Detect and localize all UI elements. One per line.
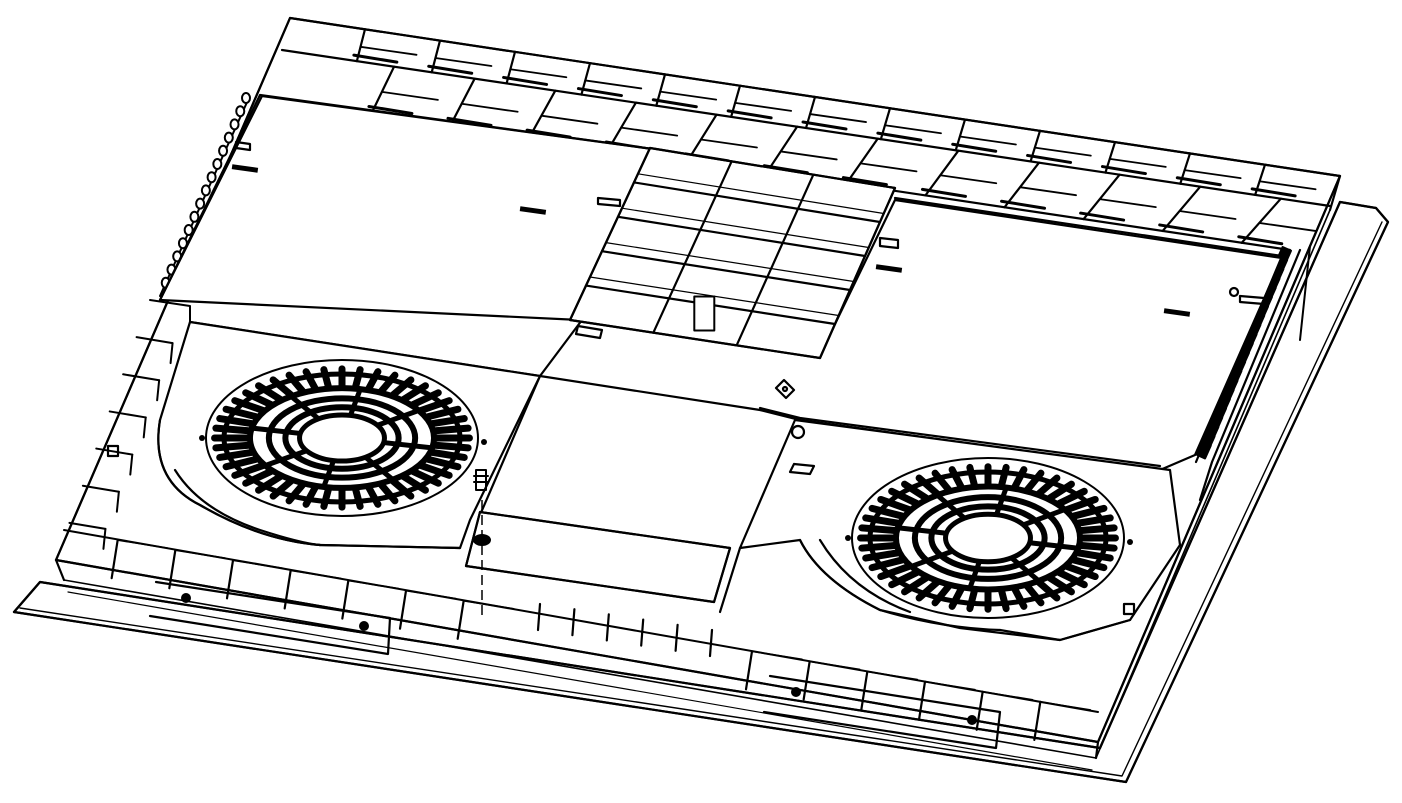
rib-compartment: [801, 95, 867, 131]
fan-right: [845, 457, 1133, 619]
rib-compartment: [502, 50, 568, 86]
front-rib-row: [63, 529, 1099, 741]
rib-compartment: [951, 118, 1017, 153]
rib-compartment: [876, 107, 942, 142]
center-front-bay: [464, 510, 742, 614]
rib-compartment: [841, 137, 918, 187]
glass-plate: [12, 200, 1390, 784]
board-slots: [231, 164, 1191, 317]
rib-compartment: [1000, 161, 1077, 210]
rib-compartment: [1026, 129, 1092, 164]
center-grid-block: [568, 146, 897, 360]
rib-compartment: [576, 62, 643, 98]
rib-compartment: [1158, 185, 1237, 234]
rib-compartment: [446, 77, 519, 127]
fan-icon: [845, 535, 1133, 545]
left-side-ribs: [68, 92, 251, 550]
rib-compartment: [367, 65, 439, 115]
board-tabs: [234, 140, 1266, 476]
rib-compartment: [1079, 173, 1157, 222]
rib-compartment: [352, 28, 418, 64]
screw-icon: [473, 469, 491, 618]
rib-compartment: [726, 84, 793, 120]
fan-icon: [199, 435, 487, 445]
rib-compartment: [1100, 141, 1167, 176]
rib-compartment: [651, 73, 718, 109]
side-clips: [106, 286, 1240, 616]
rib-compartment: [920, 149, 998, 198]
rib-compartment: [1175, 152, 1242, 187]
rib-compartment: [1250, 163, 1317, 198]
fan-left: [199, 359, 487, 517]
rib-compartment: [1237, 197, 1317, 246]
mount-brackets: [148, 580, 1002, 750]
rib-compartment: [427, 39, 493, 75]
mount-hole-icon: [181, 593, 977, 725]
center-marker: [774, 378, 796, 400]
